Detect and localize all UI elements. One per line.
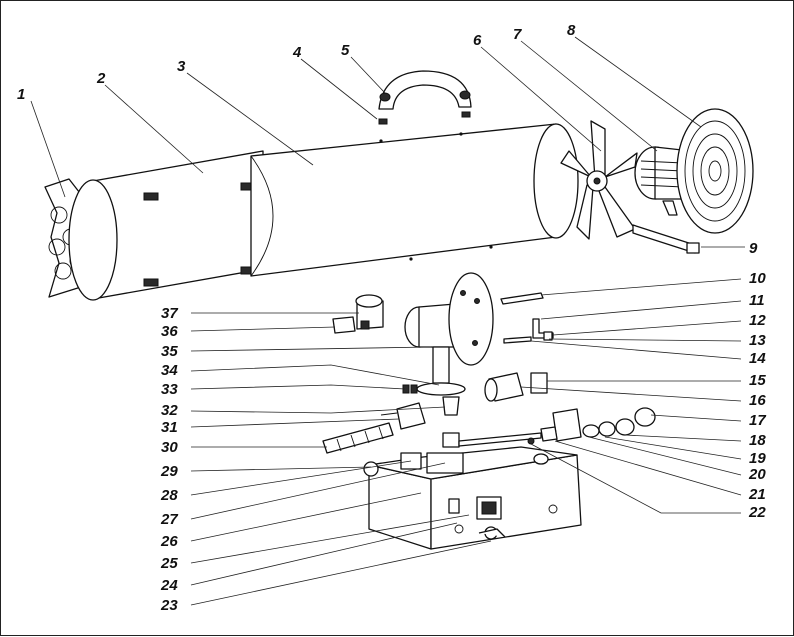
- callout-6: 6: [473, 32, 482, 49]
- part-handle-nuts: [378, 111, 471, 125]
- part-rod: [503, 336, 532, 344]
- leader-lines: [30, 36, 745, 606]
- part-pressure-switch: [355, 294, 384, 330]
- callout-7: 7: [513, 26, 522, 43]
- callout-33: 33: [161, 381, 178, 398]
- part-solenoid-valve: [540, 408, 582, 442]
- part-clip: [543, 331, 553, 341]
- part-terminal-bracket: [530, 372, 548, 394]
- callout-23: 23: [160, 597, 178, 614]
- callout-8: 8: [567, 22, 576, 39]
- part-bracket: [632, 224, 700, 254]
- callout-31: 31: [161, 419, 178, 436]
- callout-5: 5: [341, 42, 350, 59]
- part-burner: [404, 272, 494, 396]
- part-fitting: [442, 396, 460, 416]
- callout-35: 35: [161, 343, 178, 360]
- part-rear-casing: [68, 150, 264, 301]
- callout-20: 20: [748, 466, 766, 483]
- callout-29: 29: [160, 463, 178, 480]
- callout-2: 2: [96, 70, 106, 87]
- part-connector: [442, 432, 460, 448]
- part-outer-casing: [250, 123, 579, 277]
- callout-15: 15: [749, 372, 766, 389]
- callout-17: 17: [749, 412, 766, 429]
- callout-37: 37: [161, 305, 178, 322]
- callout-4: 4: [292, 44, 302, 61]
- part-gas-line: [458, 432, 542, 447]
- callout-18: 18: [749, 432, 766, 449]
- part-fan-blade: [560, 120, 638, 240]
- callout-21: 21: [748, 486, 766, 503]
- part-coil: [322, 422, 394, 454]
- callout-11: 11: [749, 292, 765, 309]
- callout-1: 1: [17, 86, 25, 103]
- part-electrode: [500, 292, 544, 305]
- callout-labels: 1 2 3 4 5 6 7 8 9 10 11 12 13 14 15 16 1…: [17, 22, 766, 614]
- callout-12: 12: [749, 312, 766, 329]
- callout-16: 16: [749, 392, 766, 409]
- part-capacitor: [484, 372, 524, 402]
- callout-19: 19: [749, 450, 766, 467]
- callout-28: 28: [160, 487, 178, 504]
- callout-13: 13: [749, 332, 766, 349]
- callout-25: 25: [160, 555, 178, 572]
- callout-10: 10: [749, 270, 766, 287]
- part-front-grille: [676, 108, 754, 234]
- callout-36: 36: [161, 323, 178, 340]
- part-clips: [402, 384, 418, 394]
- callout-32: 32: [161, 402, 178, 419]
- callout-9: 9: [749, 240, 758, 257]
- callout-3: 3: [177, 58, 186, 75]
- callout-30: 30: [161, 439, 178, 456]
- callout-34: 34: [161, 362, 178, 379]
- part-fittings-chain: [527, 407, 656, 445]
- callout-27: 27: [160, 511, 178, 528]
- part-plate: [332, 316, 356, 334]
- callout-26: 26: [160, 533, 178, 550]
- callout-14: 14: [749, 350, 766, 367]
- part-handle: [378, 70, 472, 110]
- callout-24: 24: [160, 577, 178, 594]
- callout-22: 22: [748, 504, 766, 521]
